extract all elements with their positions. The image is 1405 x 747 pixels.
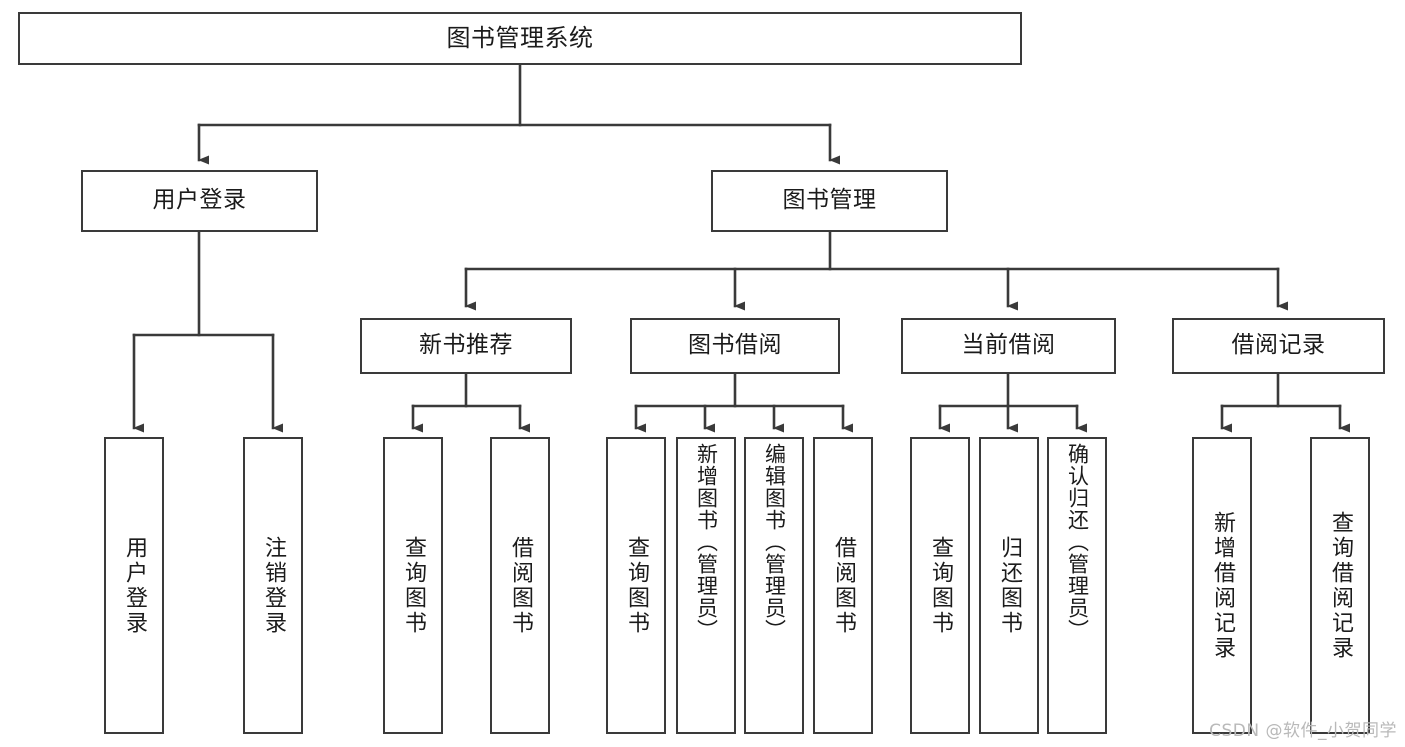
node-book-management-label: 图书管理 — [782, 187, 877, 214]
leaf-label: 借阅图书 — [508, 535, 533, 636]
node-new-book-recommendation-label: 新书推荐 — [419, 332, 513, 359]
node-book-borrowing[interactable]: 图书借阅 — [630, 318, 840, 374]
leaf-label: 确认归还（管理员） — [1065, 443, 1090, 641]
node-book-borrowing-label: 图书借阅 — [688, 332, 782, 359]
leaf-label: 查询图书 — [624, 535, 649, 636]
leaf-book-borrow-edit-book-admin[interactable]: 编辑图书（管理员） — [744, 437, 804, 734]
leaf-label: 借阅图书 — [831, 535, 856, 636]
node-current-borrowing-label: 当前借阅 — [961, 332, 1056, 359]
leaf-book-borrow-borrow-book[interactable]: 借阅图书 — [813, 437, 873, 734]
leaf-label: 新增借阅记录 — [1210, 510, 1235, 661]
node-user-login-label: 用户登录 — [152, 187, 247, 214]
leaf-label: 查询借阅记录 — [1328, 510, 1353, 661]
node-borrowing-record[interactable]: 借阅记录 — [1172, 318, 1385, 374]
leaf-label: 用户登录 — [122, 535, 147, 636]
leaf-label: 查询图书 — [928, 535, 953, 636]
leaf-user-login-logout[interactable]: 注销登录 — [243, 437, 303, 734]
leaf-label: 查询图书 — [401, 535, 426, 636]
leaf-borrow-record-add-record[interactable]: 新增借阅记录 — [1192, 437, 1252, 734]
leaf-label: 注销登录 — [261, 535, 286, 636]
leaf-book-borrow-add-book-admin[interactable]: 新增图书（管理员） — [676, 437, 736, 734]
node-root-label: 图书管理系统 — [446, 24, 594, 53]
leaf-new-book-query-book[interactable]: 查询图书 — [383, 437, 443, 734]
leaf-label: 归还图书 — [997, 535, 1022, 636]
leaf-label: 新增图书（管理员） — [694, 443, 719, 641]
leaf-new-book-borrow-book[interactable]: 借阅图书 — [490, 437, 550, 734]
leaf-current-borrow-query-book[interactable]: 查询图书 — [910, 437, 970, 734]
leaf-book-borrow-query-book[interactable]: 查询图书 — [606, 437, 666, 734]
node-current-borrowing[interactable]: 当前借阅 — [901, 318, 1116, 374]
leaf-current-borrow-confirm-return-admin[interactable]: 确认归还（管理员） — [1047, 437, 1107, 734]
leaf-user-login-user-login[interactable]: 用户登录 — [104, 437, 164, 734]
leaf-borrow-record-query-record[interactable]: 查询借阅记录 — [1310, 437, 1370, 734]
node-book-management[interactable]: 图书管理 — [711, 170, 948, 232]
watermark-text: CSDN @软件_小贺同学 — [1209, 721, 1397, 741]
leaf-current-borrow-return-book[interactable]: 归还图书 — [979, 437, 1039, 734]
node-user-login[interactable]: 用户登录 — [81, 170, 318, 232]
node-new-book-recommendation[interactable]: 新书推荐 — [360, 318, 572, 374]
node-root-book-management-system[interactable]: 图书管理系统 — [18, 12, 1022, 65]
node-borrowing-record-label: 借阅记录 — [1231, 332, 1326, 359]
leaf-label: 编辑图书（管理员） — [762, 443, 787, 641]
